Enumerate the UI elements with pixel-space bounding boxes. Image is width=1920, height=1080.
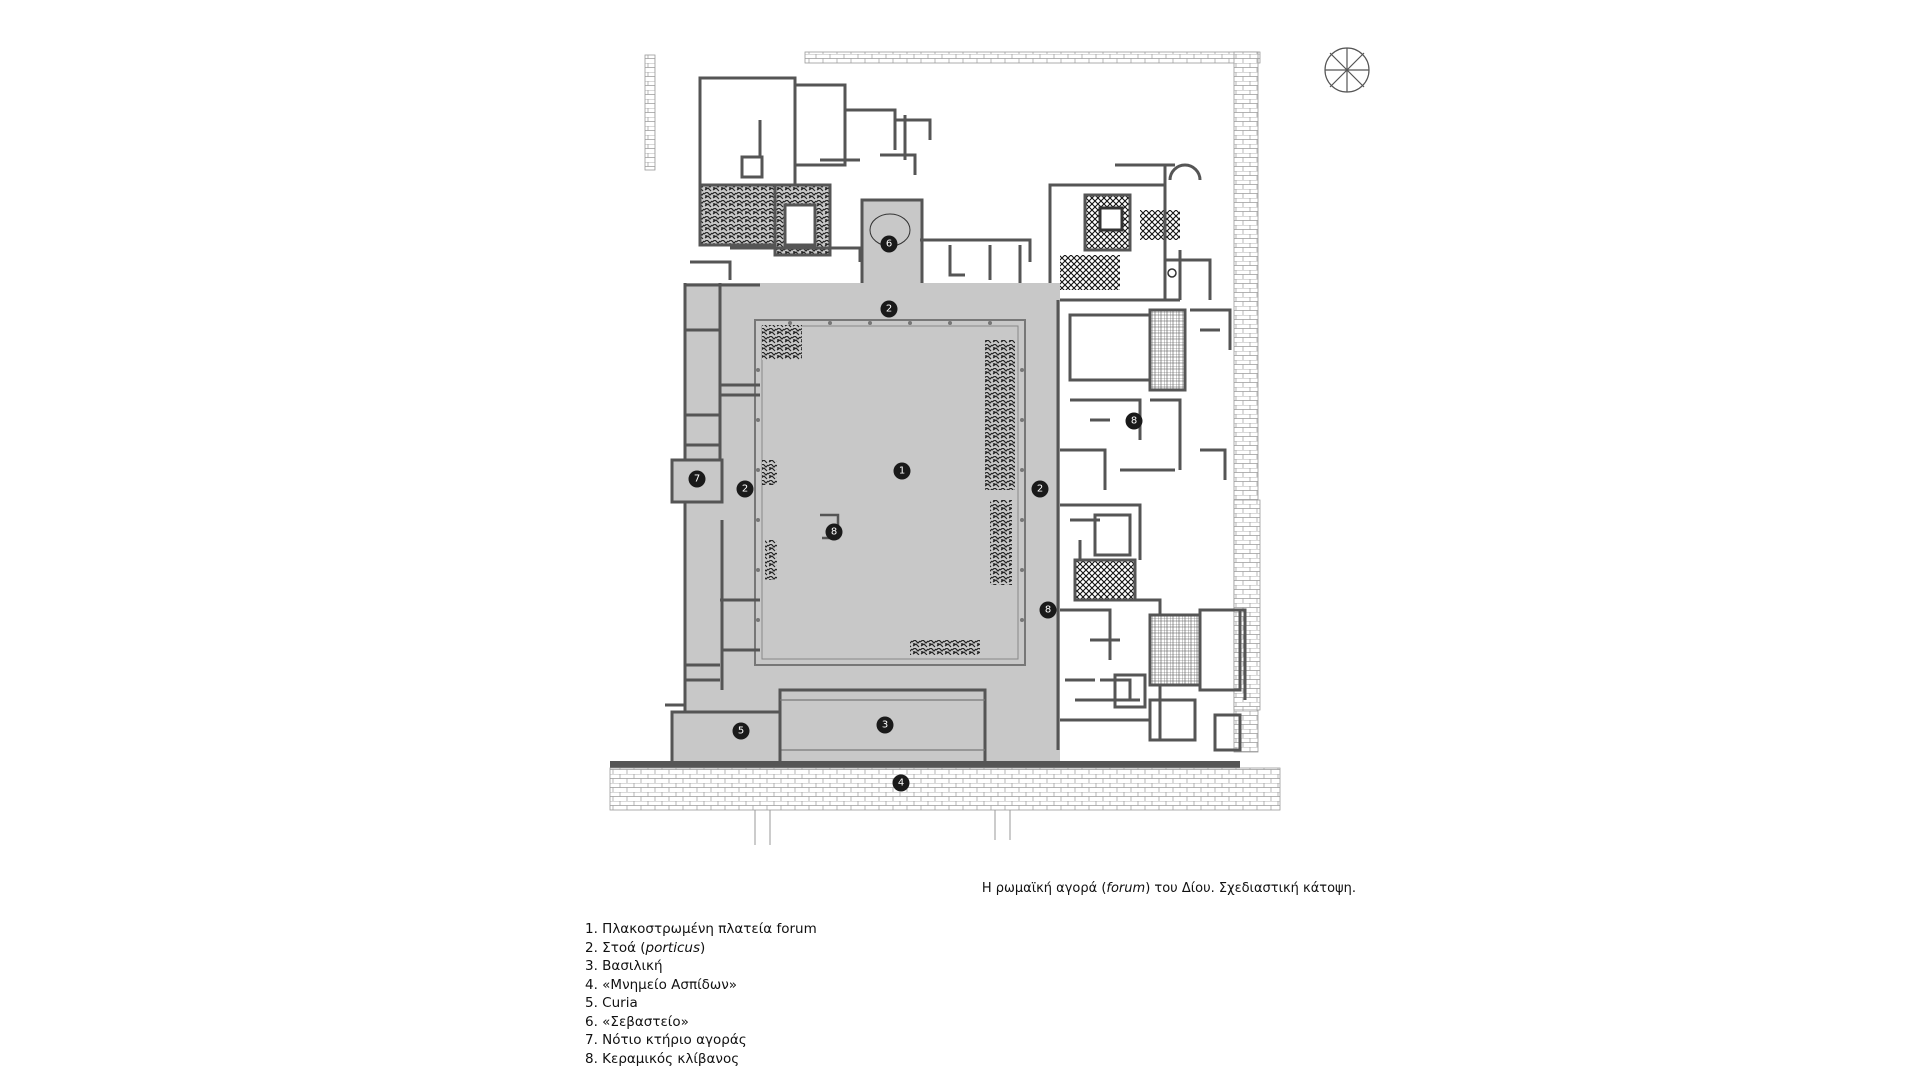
figure-caption: Η ρωμαϊκή αγορά (forum) του Δίου. Σχεδια… <box>981 881 1356 896</box>
north-east-rooms <box>1048 163 1212 302</box>
legend-item: 6. «Σεβαστείο» <box>585 1013 689 1030</box>
marker-kiln-forum: 8 <box>825 523 843 541</box>
legend: 1. Πλακοστρωμένη πλατεία forum 2. Στοά (… <box>585 920 817 1068</box>
marker-kiln-southeast: 8 <box>1039 601 1057 619</box>
legend-item: 3. Βασιλική <box>585 958 663 974</box>
marker-basilica: 3 <box>876 716 894 734</box>
marker-shields: 4 <box>892 774 910 792</box>
curia <box>665 703 782 769</box>
svg-text:8: 8 <box>1045 605 1051 616</box>
south-road <box>609 761 1281 845</box>
north-walls <box>690 238 1032 285</box>
svg-text:2: 2 <box>1037 484 1043 495</box>
svg-text:5: 5 <box>738 726 744 737</box>
legend-item: 2. Στοά (porticus) <box>585 939 706 956</box>
svg-text:2: 2 <box>886 304 892 315</box>
marker-stoa-north: 2 <box>880 300 898 318</box>
svg-text:1: 1 <box>899 466 905 477</box>
svg-text:6: 6 <box>886 239 892 250</box>
svg-text:8: 8 <box>1131 416 1137 427</box>
enclosure-wall <box>644 51 1261 753</box>
marker-forum: 1 <box>893 462 911 480</box>
east-rooms <box>1056 300 1247 752</box>
svg-text:2: 2 <box>742 484 748 495</box>
west-stoa <box>670 283 760 720</box>
svg-text:8: 8 <box>831 527 837 538</box>
legend-item: 4. «Μνημείο Ασπίδων» <box>585 976 738 993</box>
marker-kiln-east: 8 <box>1125 412 1143 430</box>
legend-item: 5. Curia <box>585 995 638 1011</box>
forum-area <box>685 283 1060 765</box>
marker-sebasteion: 6 <box>880 235 898 253</box>
svg-text:3: 3 <box>882 720 888 731</box>
legend-item: 7. Νότιο κτήριο αγοράς <box>585 1032 747 1048</box>
marker-stoa-east: 2 <box>1031 480 1049 498</box>
marker-curia: 5 <box>732 722 750 740</box>
north-west-rooms <box>698 76 932 257</box>
svg-text:7: 7 <box>694 474 700 485</box>
svg-text:4: 4 <box>898 778 904 789</box>
legend-item: 8. Κεραμικός κλίβανος <box>585 1050 740 1067</box>
compass-icon <box>1324 47 1370 93</box>
legend-item: 1. Πλακοστρωμένη πλατεία forum <box>585 921 817 937</box>
marker-stoa-west: 2 <box>736 480 754 498</box>
marker-south-building: 7 <box>688 470 706 488</box>
